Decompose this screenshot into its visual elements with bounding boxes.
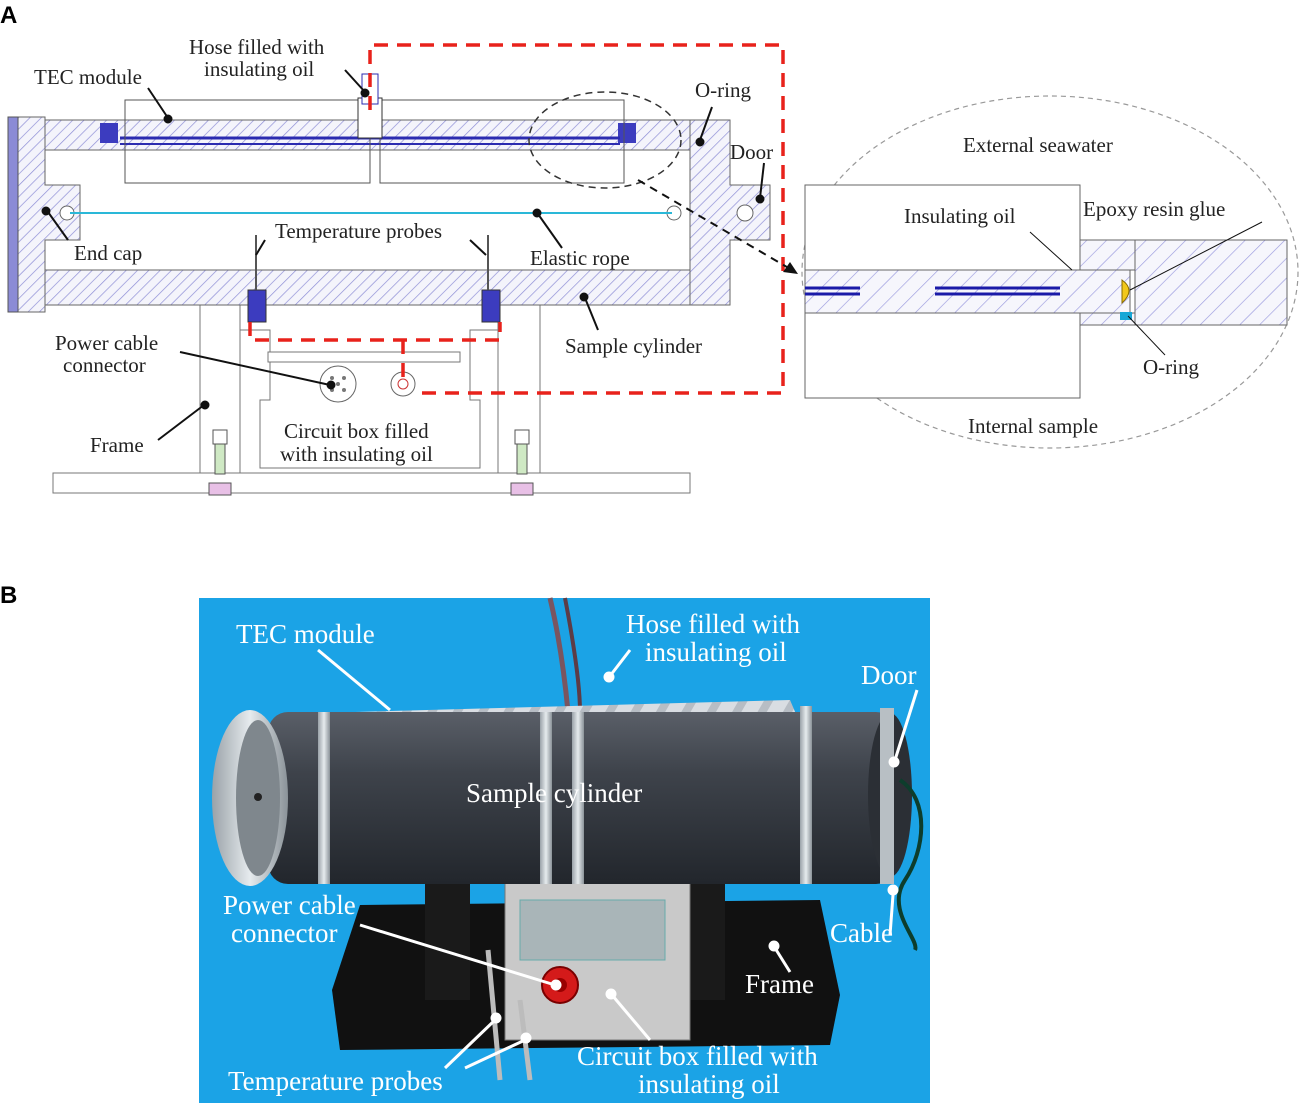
- label-internal-sample: Internal sample: [968, 414, 1098, 438]
- panel-a-drawing: TEC module Hose filled with insulating o…: [7, 35, 1299, 496]
- label-power-line1: Power cable: [55, 331, 158, 355]
- photo-label-power-line2: connector: [231, 918, 337, 948]
- label-circuit-line1: Circuit box filled: [284, 419, 429, 443]
- frame-base-photo: [332, 900, 840, 1050]
- photo-label-door: Door: [861, 660, 917, 690]
- photo-label-hose-line2: insulating oil: [645, 637, 787, 667]
- label-hose-line2: insulating oil: [204, 57, 314, 81]
- label-power-line2: connector: [63, 353, 146, 377]
- label-hose-line1: Hose filled with: [189, 35, 325, 59]
- label-elastic-rope: Elastic rope: [530, 246, 630, 270]
- panel-a-letter: A: [0, 2, 18, 29]
- label-temperature-probes: Temperature probes: [275, 219, 442, 243]
- label-tec-module: TEC module: [34, 65, 142, 89]
- photo-label-circuit-line2: insulating oil: [638, 1069, 780, 1099]
- label-frame: Frame: [90, 433, 144, 457]
- circuit-box-photo: [504, 879, 691, 1041]
- photo-label-frame: Frame: [745, 969, 814, 999]
- detail-arrow-head: [783, 262, 798, 274]
- label-door: Door: [730, 140, 773, 164]
- panel-a-leaders: [41, 69, 1263, 441]
- cylinder-photo: [268, 712, 896, 884]
- panel-b-letter: B: [0, 582, 18, 609]
- panel-b-leaders: [317, 648, 919, 1070]
- sample-cylinder-drawing: [7, 73, 771, 323]
- label-epoxy-resin-glue: Epoxy resin glue: [1083, 197, 1225, 221]
- detail-view: [801, 95, 1299, 449]
- photo-label-tec-module: TEC module: [236, 619, 375, 649]
- bolt-left: [208, 429, 232, 496]
- red-connector: [541, 966, 579, 1004]
- photo-label-circuit-line1: Circuit box filled with: [577, 1041, 818, 1071]
- label-end-cap: End cap: [74, 241, 142, 265]
- photo-background: [199, 598, 930, 1103]
- label-circuit-line2: with insulating oil: [280, 442, 433, 466]
- photo-label-sample-cylinder: Sample cylinder: [466, 778, 642, 808]
- detail-marker-circle: [528, 91, 682, 189]
- power-cable-connector-drawing: [319, 365, 416, 403]
- highlight-dashed-path: [248, 43, 785, 395]
- label-external-seawater: External seawater: [963, 133, 1113, 157]
- photo-label-temperature-probes: Temperature probes: [228, 1066, 443, 1096]
- label-o-ring-detail: O-ring: [1143, 355, 1199, 379]
- detail-arrow: [637, 179, 793, 271]
- tec-module-photo: [335, 700, 805, 745]
- photo-label-hose-line1: Hose filled with: [626, 609, 800, 639]
- label-insulating-oil: Insulating oil: [904, 204, 1016, 228]
- label-sample-cylinder: Sample cylinder: [565, 334, 702, 358]
- bolt-right: [510, 429, 534, 496]
- photo-label-cable: Cable: [830, 918, 893, 948]
- photo-label-power-line1: Power cable: [223, 890, 356, 920]
- label-o-ring-top: O-ring: [695, 78, 751, 102]
